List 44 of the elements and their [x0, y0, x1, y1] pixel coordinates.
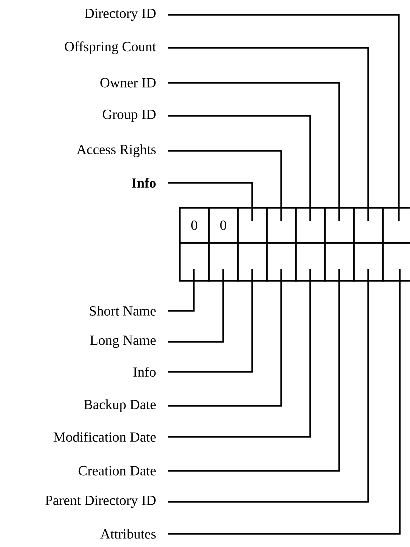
leader-line: [168, 269, 340, 472]
leader-line: [168, 269, 254, 373]
leader-line: [168, 269, 224, 343]
field-label: Creation Date: [78, 466, 156, 476]
leader-line: [168, 182, 254, 221]
leader-line: [168, 269, 312, 438]
table-cell: [208, 242, 239, 282]
field-label: Modification Date: [54, 432, 156, 442]
leader-line: [168, 269, 401, 535]
field-label: Backup Date: [84, 400, 156, 412]
leader-line: [168, 115, 312, 221]
table-cell: [295, 207, 326, 244]
field-label: Attributes: [100, 529, 156, 539]
field-label: Owner ID: [100, 78, 156, 88]
leader-line: [168, 269, 282, 407]
field-label: Group ID: [102, 110, 156, 122]
table-cell: [295, 242, 326, 282]
field-label: Long Name: [90, 336, 156, 348]
table-cell: [353, 207, 384, 244]
leader-line: [168, 150, 282, 221]
table-cell: [382, 207, 410, 244]
field-label: Info: [132, 178, 156, 188]
leader-line: [168, 14, 400, 221]
leader-line: [168, 269, 195, 312]
field-label: Parent Directory ID: [46, 496, 156, 508]
table-cell: [353, 242, 384, 282]
leader-line: [168, 269, 370, 503]
field-label: Directory ID: [84, 8, 156, 22]
table-cell: [179, 242, 210, 282]
table-cell: 0: [208, 207, 239, 244]
table-cell: [324, 242, 355, 282]
field-label: Offspring Count: [65, 42, 156, 54]
field-label: Access Rights: [76, 144, 156, 158]
field-label: Short Name: [90, 306, 156, 316]
table-cell: [237, 242, 268, 282]
field-label: Info: [134, 367, 156, 377]
table-cell: [266, 242, 297, 282]
table-cell: [266, 207, 297, 244]
table-cell: [237, 207, 268, 244]
table-cell: 0: [179, 207, 210, 244]
table-cell: [382, 242, 410, 282]
leader-line: [168, 47, 370, 221]
table-cell: [324, 207, 355, 244]
leader-line: [168, 82, 340, 221]
